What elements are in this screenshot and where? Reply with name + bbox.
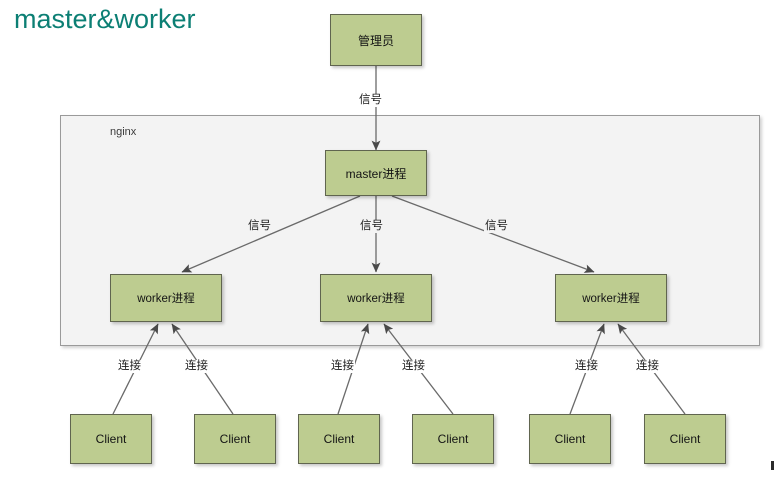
- node-worker-process-1[interactable]: worker进程: [110, 274, 222, 322]
- node-worker-process-3-label: worker进程: [582, 293, 640, 305]
- node-client-2-label: Client: [219, 432, 251, 446]
- node-master-process-label: master进程: [345, 166, 407, 181]
- node-client-6-label: Client: [669, 432, 701, 446]
- node-client-5-label: Client: [554, 432, 586, 446]
- corner-artifact: [771, 461, 774, 470]
- node-client-6[interactable]: Client: [644, 414, 726, 464]
- edge-label-master-worker-2: 信号: [359, 220, 384, 233]
- edge-label-client-1: 连接: [117, 360, 142, 373]
- node-client-5[interactable]: Client: [529, 414, 611, 464]
- page-title: master&worker: [14, 4, 196, 34]
- edge-label-client-6: 连接: [635, 360, 660, 373]
- node-client-4-label: Client: [437, 432, 469, 446]
- nginx-group-label: nginx: [110, 126, 137, 138]
- node-master-process[interactable]: master进程: [325, 150, 427, 196]
- node-client-4[interactable]: Client: [412, 414, 494, 464]
- node-worker-process-2-label: worker进程: [347, 293, 405, 305]
- node-admin-label: 管理员: [357, 33, 394, 48]
- node-admin[interactable]: 管理员: [330, 14, 422, 66]
- node-client-3-label: Client: [323, 432, 355, 446]
- node-worker-process-1-label: worker进程: [137, 293, 195, 305]
- node-worker-process-2[interactable]: worker进程: [320, 274, 432, 322]
- edge-label-client-2: 连接: [184, 360, 209, 373]
- node-client-2[interactable]: Client: [194, 414, 276, 464]
- edge-label-client-4: 连接: [401, 360, 426, 373]
- edge-label-master-worker-3: 信号: [484, 220, 509, 233]
- edge-label-admin-master: 信号: [358, 94, 383, 107]
- edge-label-master-worker-1: 信号: [247, 220, 272, 233]
- edge-label-client-3: 连接: [330, 360, 355, 373]
- node-client-1[interactable]: Client: [70, 414, 152, 464]
- node-client-1-label: Client: [95, 432, 127, 446]
- node-client-3[interactable]: Client: [298, 414, 380, 464]
- node-worker-process-3[interactable]: worker进程: [555, 274, 667, 322]
- edge-label-client-5: 连接: [574, 360, 599, 373]
